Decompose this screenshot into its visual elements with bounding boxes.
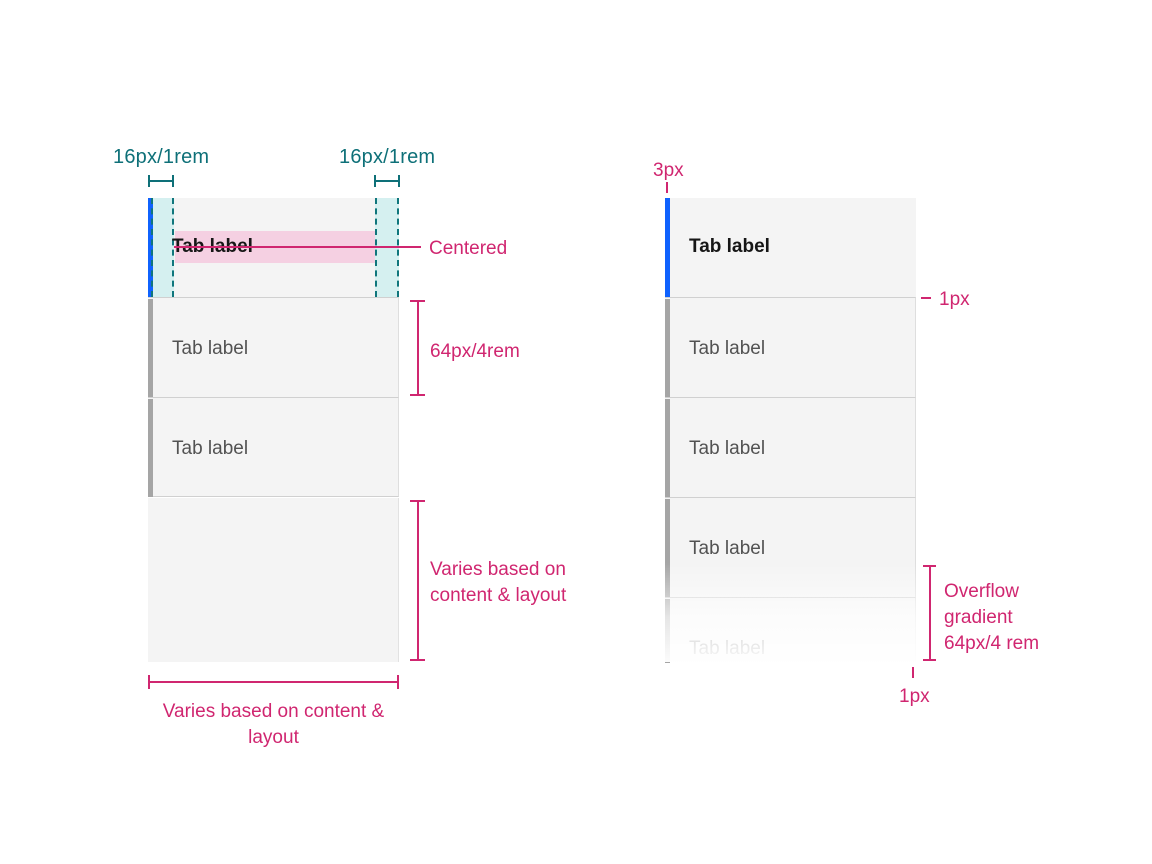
tab-label: Tab label <box>172 338 249 359</box>
padding-left-bracket-line <box>148 180 174 182</box>
tab-height-label: 64px/4rem <box>430 341 520 362</box>
overflow-bracket-cap <box>923 565 936 567</box>
bottom-border-tick <box>912 667 914 678</box>
indicator-width-label: 3px <box>653 160 684 181</box>
indicator-width-tick <box>666 182 668 193</box>
selected-tab-indicator <box>148 198 153 297</box>
tab-side-bar <box>148 399 153 497</box>
padding-left-bracket-tick <box>172 175 174 187</box>
tab-label: Tab label <box>689 236 770 257</box>
tab-label: Tab label <box>689 538 766 559</box>
content-panel <box>148 498 399 662</box>
content-width-bracket-line <box>148 681 399 683</box>
bottom-border-label: 1px <box>899 686 930 707</box>
tab-side-bar <box>665 299 670 397</box>
tab-label: Tab label <box>689 438 766 459</box>
content-height-bracket-cap <box>410 500 425 502</box>
tab-selected[interactable]: Tab label <box>665 198 916 297</box>
tab-side-bar <box>665 499 670 597</box>
overflow-bracket-line <box>929 565 931 661</box>
divider-width-tick <box>921 297 931 299</box>
tab-item[interactable]: Tab label <box>148 397 399 497</box>
padding-right-bracket-line <box>374 180 400 182</box>
tab-height-bracket-cap <box>410 300 425 302</box>
padding-right-bracket-tick <box>374 175 376 187</box>
overflow-bracket-cap <box>923 659 936 661</box>
tab-height-bracket-line <box>417 300 419 396</box>
padding-right-label: 16px/1rem <box>339 146 436 168</box>
centered-annotation-line <box>174 246 421 248</box>
tab-label: Tab label <box>172 438 249 459</box>
tab-side-bar <box>148 299 153 397</box>
content-width-bracket-tick <box>397 675 399 689</box>
selected-tab-indicator <box>665 198 670 297</box>
padding-right-bracket-tick <box>398 175 400 187</box>
padding-guide-line <box>151 198 153 297</box>
tab-side-bar <box>665 399 670 497</box>
content-width-bracket-tick <box>148 675 150 689</box>
content-width-label: Varies based on content & layout <box>162 701 385 748</box>
padding-guide-line <box>172 198 174 297</box>
overflow-gradient <box>665 563 917 662</box>
divider-width-label: 1px <box>939 289 970 310</box>
tab-item[interactable]: Tab label <box>665 397 916 497</box>
tab-label: Tab label <box>689 338 766 359</box>
padding-left-label: 16px/1rem <box>113 146 210 168</box>
overflow-gradient-label: Overflow gradient 64px/4 rem <box>944 581 1040 654</box>
tab-item[interactable]: Tab label <box>665 297 916 397</box>
centered-label: Centered <box>429 238 508 259</box>
content-height-bracket-cap <box>410 659 425 661</box>
content-height-label: Varies based on content & layout <box>430 559 567 606</box>
tab-item[interactable]: Tab label <box>148 297 399 397</box>
tab-height-bracket-cap <box>410 394 425 396</box>
content-height-bracket-line <box>417 500 419 661</box>
padding-left-highlight <box>153 198 174 297</box>
padding-left-bracket-tick <box>148 175 150 187</box>
